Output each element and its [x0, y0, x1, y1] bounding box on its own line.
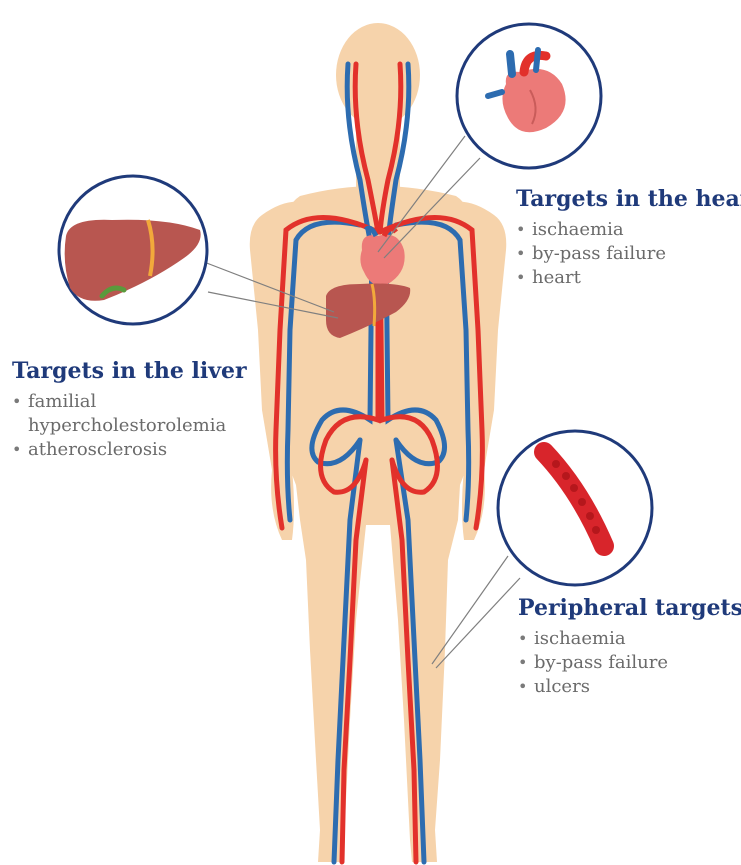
liver-targets-list: familial hypercholestorolemia atheroscle…	[12, 390, 272, 462]
liver-targets-panel: Targets in the liver familial hyperchole…	[12, 358, 272, 462]
peripheral-targets-title: Peripheral targets	[518, 595, 741, 621]
list-item: ulcers	[518, 675, 741, 699]
heart-targets-title: Targets in the heart	[516, 186, 741, 212]
liver-callout	[59, 176, 207, 324]
list-item: ischaemia	[518, 627, 741, 651]
list-item: ischaemia	[516, 218, 741, 242]
list-item: familial hypercholestorolemia	[12, 390, 272, 438]
heart-targets-list: ischaemia by-pass failure heart	[516, 218, 741, 290]
heart-targets-panel: Targets in the heart ischaemia by-pass f…	[516, 186, 741, 290]
heart-callout	[457, 24, 601, 168]
list-item: heart	[516, 266, 741, 290]
blood-vessel-callout	[498, 431, 652, 585]
list-item: atherosclerosis	[12, 438, 272, 462]
peripheral-targets-panel: Peripheral targets ischaemia by-pass fai…	[518, 595, 741, 699]
liver-targets-title: Targets in the liver	[12, 358, 272, 384]
peripheral-targets-list: ischaemia by-pass failure ulcers	[518, 627, 741, 699]
list-item: by-pass failure	[518, 651, 741, 675]
list-item: by-pass failure	[516, 242, 741, 266]
